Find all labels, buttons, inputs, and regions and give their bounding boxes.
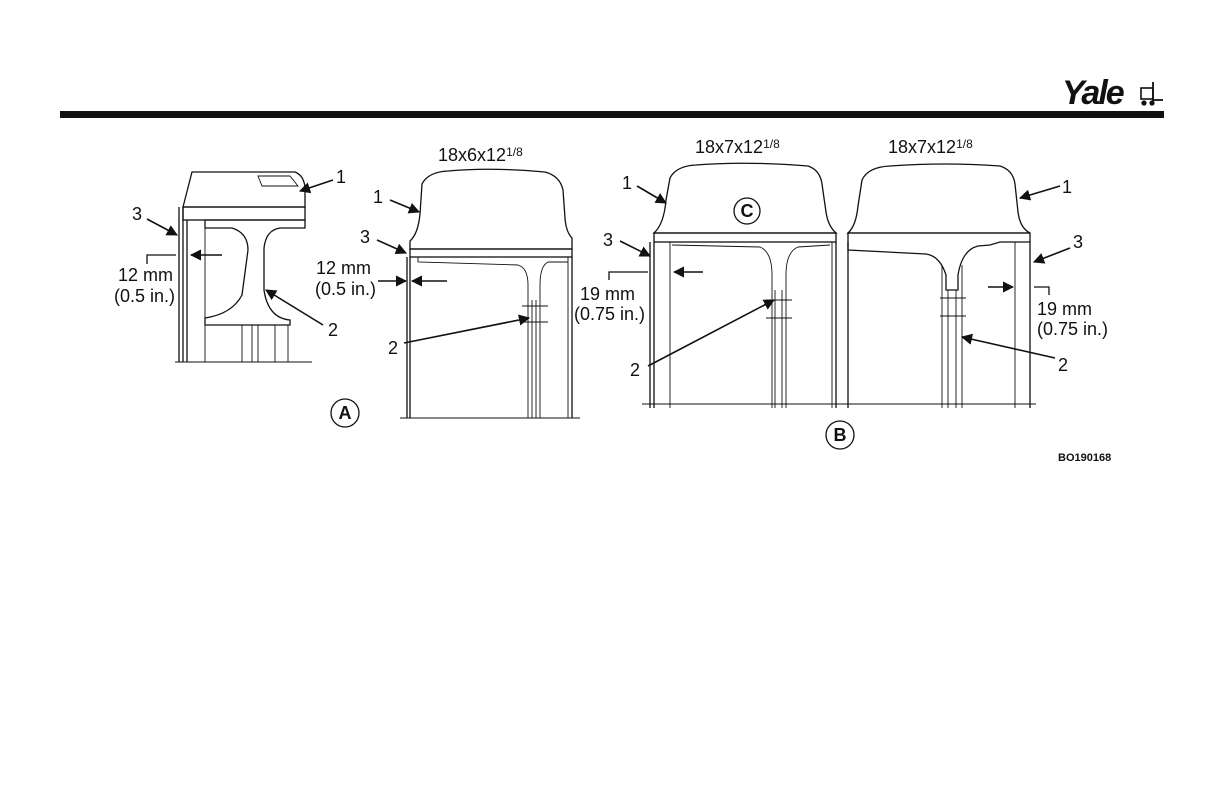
callout-a1-1: 1 [336, 167, 346, 187]
callout-b1-3: 3 [603, 230, 613, 250]
callout-b2-1: 1 [1062, 177, 1072, 197]
measure-a2-metric: 12 mm [316, 258, 371, 278]
tire-b-right: 18x7x121/8 1 3 2 19 mm (0.75 in.) [840, 137, 1108, 408]
tire-b-left: 18x7x121/8 1 3 2 19 mm (0.75 in.) C [574, 137, 842, 408]
measure-a1-metric: 12 mm [118, 265, 173, 285]
callout-a1-2: 2 [328, 320, 338, 340]
tire-b-right-size-main: 18x7x12 [888, 137, 956, 157]
tire-b-right-size: 18x7x121/8 [888, 137, 973, 157]
cross-section-a: 1 3 2 12 mm (0.5 in.) [114, 167, 346, 362]
header-rule [60, 111, 1164, 118]
marker-c: C [734, 198, 760, 224]
measure-b1-metric: 19 mm [580, 284, 635, 304]
figure-id: BO190168 [1058, 452, 1111, 464]
tire-b-left-size: 18x7x121/8 [695, 137, 780, 157]
marker-a-label: A [339, 403, 352, 423]
measure-a2-imperial: (0.5 in.) [315, 279, 376, 299]
tire-b-left-size-main: 18x7x12 [695, 137, 763, 157]
measure-b2-metric: 19 mm [1037, 299, 1092, 319]
brand-name: Yale [1062, 74, 1124, 112]
tire-a-size: 18x6x121/8 [438, 145, 523, 165]
callout-b1-2: 2 [630, 360, 640, 380]
callout-b1-1: 1 [622, 173, 632, 193]
callout-b2-2: 2 [1058, 355, 1068, 375]
marker-b: B [826, 421, 854, 449]
marker-c-label: C [741, 201, 754, 221]
callout-b2-3: 3 [1073, 232, 1083, 252]
callout-a2-3: 3 [360, 227, 370, 247]
forklift-icon [1141, 82, 1163, 106]
callout-a1-3: 3 [132, 204, 142, 224]
callout-a2-2: 2 [388, 338, 398, 358]
callout-a2-1: 1 [373, 187, 383, 207]
tire-b-right-size-fraction: 1/8 [956, 137, 973, 151]
measure-b2-imperial: (0.75 in.) [1037, 319, 1108, 339]
measure-b1-imperial: (0.75 in.) [574, 304, 645, 324]
tire-a-size-main: 18x6x12 [438, 145, 506, 165]
marker-b-label: B [834, 425, 847, 445]
measure-a1-imperial: (0.5 in.) [114, 286, 175, 306]
marker-a: A [331, 399, 359, 427]
tire-a-size-fraction: 1/8 [506, 145, 523, 159]
yale-logo: Yale [1062, 74, 1163, 112]
tire-b-left-size-fraction: 1/8 [763, 137, 780, 151]
tire-a-18x6: 18x6x121/8 1 3 2 12 mm (0.5 in.) [315, 145, 580, 418]
